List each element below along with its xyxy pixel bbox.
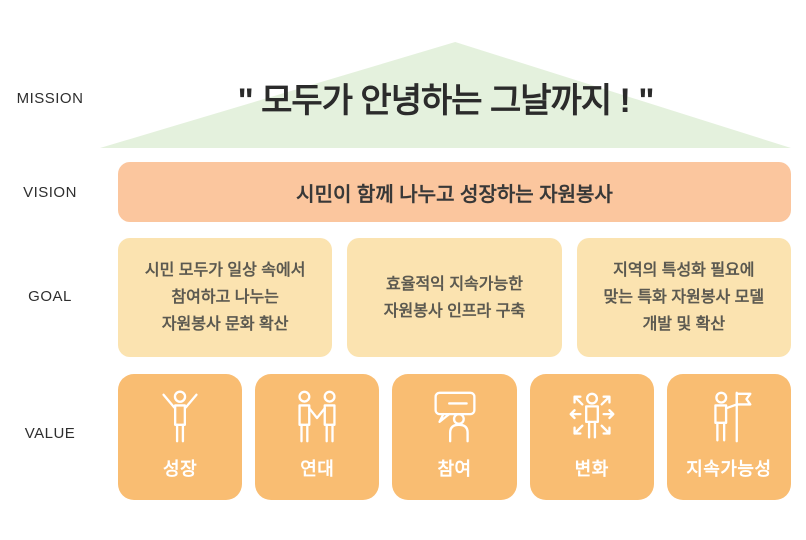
- handshake-people-icon: [286, 387, 348, 449]
- value-row-label: VALUE: [24, 425, 76, 442]
- speech-bubble-person-icon: [424, 387, 486, 449]
- goal-row: 시민 모두가 일상 속에서 참여하고 나누는 자원봉사 문화 확산 효율적익 지…: [118, 238, 791, 357]
- goal-line: 개발 및 확산: [642, 316, 726, 333]
- goal-line: 자원봉사 문화 확산: [161, 316, 289, 333]
- vision-text: 시민이 함께 나누고 성장하는 자원봉사: [296, 183, 613, 206]
- goal-line: 자원봉사 인프라 구축: [383, 302, 526, 320]
- goal-row-label: GOAL: [28, 288, 72, 305]
- value-card-label: 참여: [437, 459, 472, 479]
- value-card-label: 성장: [163, 459, 198, 479]
- person-arms-raised-icon: [149, 387, 211, 449]
- goal-line: 지역의 특성화 필요에: [613, 262, 755, 279]
- goal-box-infrastructure: 효율적익 지속가능한 자원봉사 인프라 구축: [347, 238, 562, 357]
- value-card-label: 지속가능성: [686, 459, 772, 479]
- vision-bar: 시민이 함께 나누고 성장하는 자원봉사: [118, 162, 791, 222]
- value-card-label: 변화: [574, 459, 609, 479]
- vision-row-label: VISION: [23, 184, 77, 201]
- goal-line: 시민 모두가 일상 속에서: [144, 262, 306, 279]
- value-row: 성장 연대: [118, 374, 792, 500]
- value-card-growth: 성장: [118, 374, 243, 500]
- goal-line: 효율적익 지속가능한: [386, 275, 523, 293]
- value-card-sustainability: 지속가능성: [666, 374, 792, 500]
- value-card-participation: 참여: [392, 374, 517, 500]
- mission-row-label: MISSION: [16, 90, 84, 107]
- value-card-change: 변화: [529, 374, 654, 500]
- goal-box-local-model: 지역의 특성화 필요에 맞는 특화 자원봉사 모델 개발 및 확산: [576, 238, 791, 357]
- value-card-label: 연대: [300, 459, 335, 479]
- person-arrows-icon: [561, 387, 623, 449]
- mission-headline: " 모두가 안녕하는 그날까지 ! ": [237, 82, 655, 120]
- goal-line: 참여하고 나누는: [171, 289, 279, 306]
- goal-box-culture: 시민 모두가 일상 속에서 참여하고 나누는 자원봉사 문화 확산: [118, 238, 333, 357]
- person-flag-icon: [698, 387, 760, 449]
- value-card-solidarity: 연대: [255, 374, 380, 500]
- goal-line: 맞는 특화 자원봉사 모델: [603, 289, 765, 306]
